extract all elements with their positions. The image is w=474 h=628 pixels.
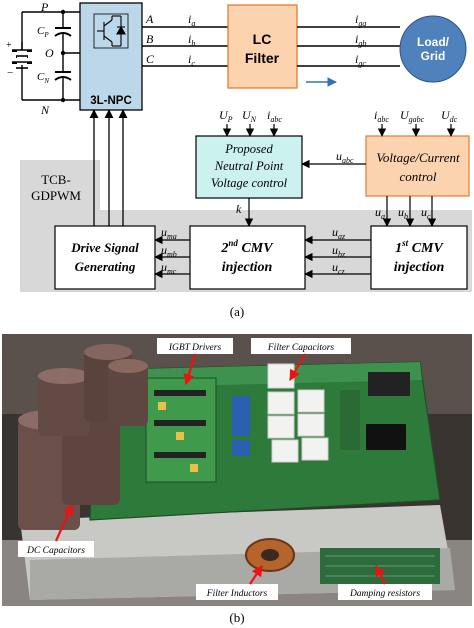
phase-c-label: C [146,52,155,66]
vc-input-iabc: iabc [374,108,389,124]
drive-line2: Generating [75,259,136,274]
um-arrows [154,235,190,279]
igbt-arrow [183,353,197,386]
npv-input-arrows [222,124,279,137]
phase-a-label: A [145,12,154,26]
filter-line1: LC [253,31,272,47]
label-igbt-drivers: IGBT Drivers [168,343,222,353]
vc-input-arrows [377,124,456,137]
ia-label: ia [188,12,195,28]
npv-line2: Neutral Point [214,159,284,173]
node-n-label: N [40,103,50,117]
cp-label: CP [37,25,49,39]
ic-label: ic [188,52,195,68]
inductor-arrow [249,565,263,585]
dc-link-capacitors [54,12,80,100]
vc-line1: Voltage/Current [376,150,460,165]
igbt-symbol-icon [93,13,129,49]
tcb-line2: GDPWM [31,188,81,203]
label-dc-capacitors: DC Capacitors [26,546,85,556]
uma-label: uma [161,225,177,241]
npv-line1: Proposed [224,142,273,156]
ua-ub-uc-arrows [382,196,437,227]
npv-input-un: UN [242,108,257,124]
ua-label: ua [375,205,385,221]
igc-label: igc [355,52,366,68]
uc-label: uc [421,205,431,221]
cmv1-line2: injection [394,260,445,275]
npc-inverter-block: 3L-NPC [79,2,143,111]
ub-label: ub [398,205,408,221]
voltage-current-control-block: Voltage/Current control [365,135,470,197]
npv-line3: Voltage control [211,176,288,190]
node-o-label: O [45,46,54,60]
cmv1-line1: 1st CMV [395,238,444,256]
uaz-label: uaz [332,225,346,241]
plus-sign: + [6,40,12,51]
vc-line2: control [399,169,436,184]
cmv1-block: 1st CMV injection [370,225,468,290]
node-p-label: P [40,0,49,14]
label-filter-capacitors: Filter Capacitors [267,343,335,353]
load-line1: Load/ [417,35,450,49]
npc-label: 3L-NPC [90,95,132,107]
uz-arrows [304,235,371,279]
damping-arrow [375,565,386,585]
lc-filter-block: LC Filter [227,4,298,89]
label-damping-resistors: Damping resistors [349,589,420,599]
npv-input-iabc: iabc [267,108,282,124]
vc-input-ugabc: Ugabc [400,108,425,124]
cmv2-block: 2nd CMV injection [189,225,306,290]
ubz-label: ubz [332,243,346,259]
caption-a: (a) [230,304,244,319]
drive-line1: Drive Signal [70,240,139,255]
drive-signal-block: Drive Signal Generating [54,225,156,290]
uabc-label: uabc [336,149,354,165]
caption-b: (b) [229,610,244,625]
cmv2-line1: 2nd CMV [220,238,274,256]
label-filter-inductors: Filter Inductors [206,589,268,599]
filter-cap-arrow [289,353,306,381]
load-line2: Grid [421,49,446,63]
cmv2-line2: injection [222,260,273,275]
phase-b-label: B [146,32,154,46]
iga-label: iga [355,12,366,28]
minus-sign: − [7,67,13,79]
tcb-line1: TCB- [41,172,71,187]
phase-lines [142,26,228,67]
dc-cap-arrow [54,503,74,542]
ib-label: ib [188,32,195,48]
ucz-label: ucz [332,260,346,276]
k-label: k [236,202,242,216]
umb-label: umb [161,243,177,259]
cn-label: CN [37,71,49,85]
npv-control-block: Proposed Neutral Point Voltage control [195,135,303,199]
diagram-a: + − P O N CP CN [6,0,472,319]
dc-capacitors-photo [18,344,148,530]
npv-input-up: UP [219,108,233,124]
igb-label: igb [355,32,366,48]
grid-lines [297,26,400,67]
umc-label: umc [161,260,177,276]
vc-input-udc: Udc [441,108,458,124]
photo-b: IGBT Drivers Filter Capacitors DC Capaci… [2,334,472,606]
filter-line2: Filter [245,50,280,66]
load-grid-block: Load/ Grid [399,15,467,83]
